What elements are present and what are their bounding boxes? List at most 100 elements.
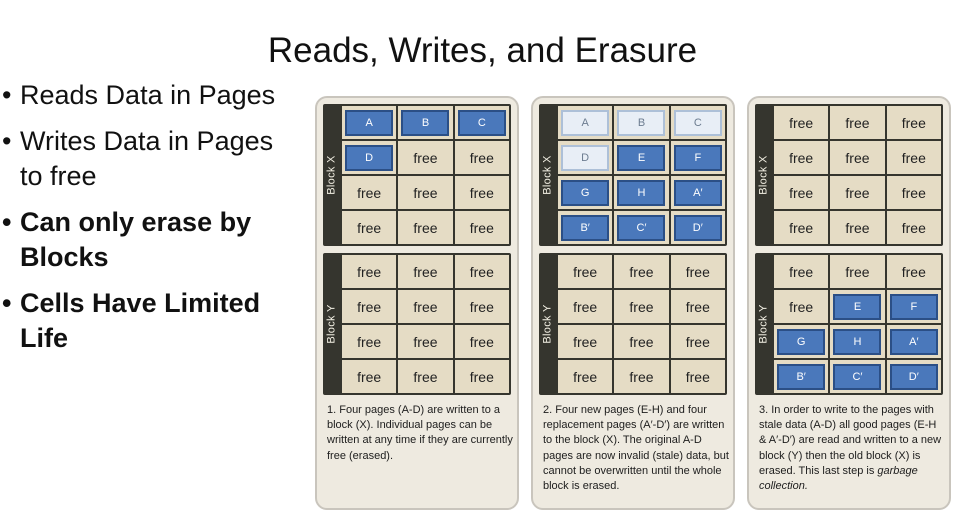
free-page-cell: free [614,290,669,323]
page-cell: F [670,141,725,174]
stale-page: A [561,109,610,136]
free-page-cell: free [830,141,885,174]
page-cell: H [614,176,669,209]
page-cell: A′ [670,176,725,209]
slide-title: Reads, Writes, and Erasure [267,31,698,70]
caption-text: 2. Four new pages (E-H) and four replace… [543,404,729,493]
bullet-dot-icon: • [2,288,12,318]
page-cell: G [558,176,613,209]
free-page-cell: free [774,141,829,174]
free-page-cell: free [670,255,725,288]
free-page-cell: free [774,106,829,139]
page-cell: A [342,106,397,139]
page-cell: B [398,106,453,139]
free-page-cell: free [398,141,453,174]
page-cell: D [558,141,613,174]
free-page-cell: free [454,141,509,174]
block-label: Block X [541,155,554,195]
valid-page: C′ [833,363,882,390]
free-page-cell: free [454,211,509,244]
free-page-cell: free [558,255,613,288]
caption-emphasis: garbage collection. [759,464,918,493]
free-page-cell: free [454,290,509,323]
valid-page: D′ [889,363,938,390]
free-page-cell: free [342,290,397,323]
block-label: Block Y [541,304,554,344]
step-caption: 1. Four pages (A-D) are written to a blo… [327,403,513,464]
bullet-item: •Reads Data in Pages [0,78,300,113]
bullet-list: •Reads Data in Pages •Writes Data in Page… [0,78,300,367]
block-label: Block Y [325,304,338,344]
block-label-strip: Block X [539,104,556,246]
free-page-cell: free [774,176,829,209]
free-page-cell: free [614,255,669,288]
free-page-cell: free [830,106,885,139]
valid-page: G [777,328,826,355]
page-cell: C′ [614,211,669,244]
valid-page: H [617,179,666,206]
valid-page: B′ [777,363,826,390]
valid-page: D [345,144,394,171]
valid-page: C′ [617,214,666,241]
bullet-text: Cells Have Limited Life [20,288,261,353]
page-cell: B′ [558,211,613,244]
free-page-cell: free [558,325,613,358]
free-page-cell: free [830,176,885,209]
free-page-cell: free [454,325,509,358]
free-page-cell: free [558,290,613,323]
valid-page: C [457,109,506,136]
caption-text: 3. In order to write to the pages with s… [759,404,942,477]
block-label-strip: Block X [755,104,772,246]
bullet-dot-icon: • [2,207,12,237]
valid-page: E [833,293,882,320]
block-label: Block X [325,155,338,195]
free-page-cell: free [342,176,397,209]
page-cell: A [558,106,613,139]
block-label: Block Y [757,304,770,344]
free-page-cell: free [398,211,453,244]
free-page-cell: free [670,325,725,358]
valid-page: B′ [561,214,610,241]
bullet-item: •Writes Data in Pages to free [0,124,300,194]
stale-page: D [561,144,610,171]
bullet-item: •Can only erase by Blocks [0,205,300,275]
free-page-cell: free [774,211,829,244]
free-page-cell: free [398,176,453,209]
free-page-cell: free [886,211,941,244]
free-page-cell: free [398,325,453,358]
valid-page: D′ [673,214,722,241]
free-page-cell: free [342,255,397,288]
free-page-cell: free [830,211,885,244]
free-page-cell: free [398,290,453,323]
free-page-cell: free [454,360,509,393]
free-page-cell: free [774,290,829,323]
valid-page: H [833,328,882,355]
valid-page: F [889,293,938,320]
free-page-cell: free [398,255,453,288]
valid-page: A′ [889,328,938,355]
page-cell: D′ [886,360,941,393]
step-caption: 3. In order to write to the pages with s… [759,403,945,494]
free-page-cell: free [342,325,397,358]
bullet-item: • Cells Have Limited Life [0,286,300,356]
page-cell: A′ [886,325,941,358]
page-cell: H [830,325,885,358]
page-cell: C′ [830,360,885,393]
bullet-dot-icon: • [2,126,12,156]
valid-page: A′ [673,179,722,206]
free-page-cell: free [886,176,941,209]
free-page-cell: free [342,211,397,244]
valid-page: A [345,109,394,136]
page-cell: E [614,141,669,174]
free-page-cell: free [614,325,669,358]
